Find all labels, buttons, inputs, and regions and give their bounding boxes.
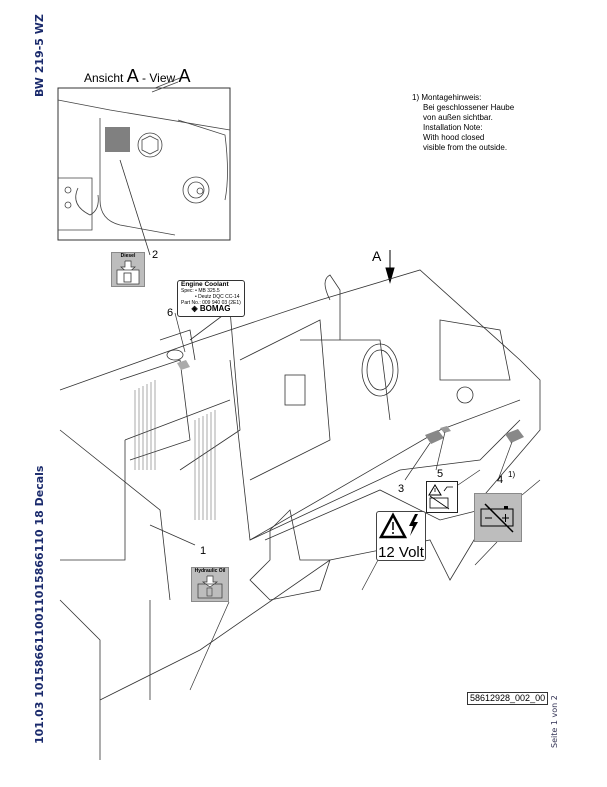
hydraulic-title: Hydraulic Oil	[194, 568, 226, 574]
view-title: Ansicht A - View A	[84, 66, 191, 86]
decal-position-6	[177, 360, 190, 370]
drawing-number: 58612928_002_00	[467, 692, 549, 705]
note-line: von außen sichtbar.	[423, 113, 493, 122]
callout-4: 4	[497, 474, 504, 486]
engine-coolant-decal: Engine Coolant Spec: • MB 325.5 • Deutz …	[177, 280, 245, 317]
note-line: Bei geschlossener Haube	[423, 103, 515, 112]
warning-electric-icon	[378, 512, 418, 539]
coolant-spec-1: Spec: • MB 325.5	[181, 288, 220, 294]
note-line: visible from the outside.	[423, 143, 508, 152]
leader-lines	[149, 312, 541, 691]
battery-decal	[474, 493, 522, 542]
hydraulic-oil-decal: Hydraulic Oil	[191, 567, 229, 602]
note-marker: 1)	[412, 93, 420, 102]
callout-5: 5	[437, 468, 444, 480]
view-arrow-label: A	[372, 248, 382, 264]
callout-1: 1	[200, 545, 207, 557]
hydraulic-tank-icon	[197, 575, 223, 599]
callout-2: 2	[152, 249, 159, 261]
decal-position-4	[505, 429, 524, 443]
diesel-title: Diesel	[120, 253, 136, 259]
battery-disconnect-warning-decal	[426, 481, 458, 513]
callout-4-note: 1)	[508, 470, 516, 479]
12-volt-warning-decal: 12 Volt	[376, 511, 426, 561]
coolant-part-no: Part No.: 009 940 03 (2E1)	[181, 300, 241, 306]
coolant-spec-2: • Deutz DQC CC-14	[195, 294, 240, 300]
battery-crossed-icon	[480, 503, 514, 533]
decal-position-3	[425, 430, 444, 444]
view-arrow	[385, 250, 395, 284]
fuel-pump-icon	[116, 260, 140, 285]
bomag-logo: ◈ BOMAG	[191, 304, 231, 313]
diamond-logo-icon: ◈	[191, 304, 200, 313]
callout-3: 3	[398, 483, 405, 495]
machine-outline	[59, 269, 541, 760]
radiator-fins	[134, 380, 216, 520]
voltage-text: 12 Volt	[378, 544, 424, 561]
decal-position-5	[440, 426, 451, 433]
note-line: With hood closed	[423, 133, 485, 142]
callout-6: 6	[167, 307, 174, 319]
battery-switch-warning-icon	[428, 484, 453, 510]
detail-view-a	[57, 77, 231, 256]
installation-note: 1) Montagehinweis: Bei geschlossener Hau…	[412, 93, 514, 153]
coolant-title: Engine Coolant	[181, 281, 229, 288]
note-line: Montagehinweis:	[421, 93, 482, 102]
decal-position-marker	[105, 127, 130, 152]
note-line: Installation Note:	[423, 123, 483, 132]
diesel-decal: Diesel	[111, 252, 145, 287]
